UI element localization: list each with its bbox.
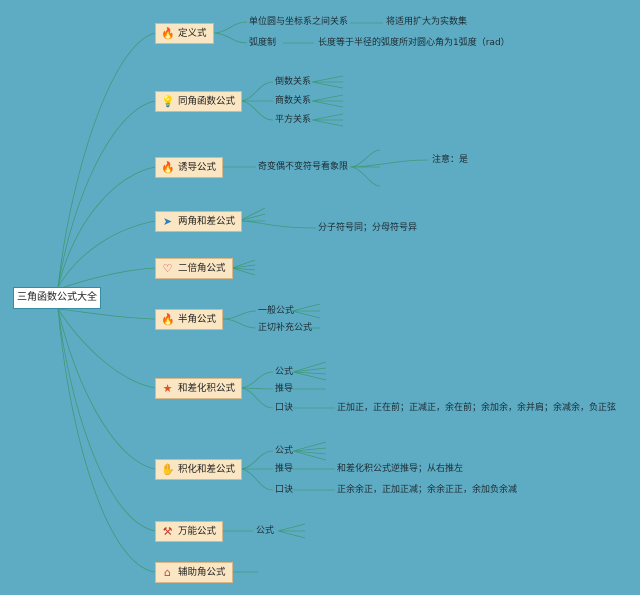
flame-icon: 🔥 <box>161 161 175 174</box>
star-icon: ★ <box>162 382 173 395</box>
home-icon: ⌂ <box>164 566 171 579</box>
node-quotient[interactable]: 商数关系 <box>275 96 312 106</box>
topic-label: 和差化积公式 <box>178 383 236 394</box>
heart-icon: ♡ <box>162 262 173 275</box>
topic-label: 二倍角公式 <box>178 263 226 274</box>
flame-icon: 🔥 <box>161 313 175 326</box>
topic-label: 积化和差公式 <box>178 464 236 475</box>
node-universal-formula[interactable]: 公式 <box>256 526 275 536</box>
node-induction-rule[interactable]: 奇变偶不变符号看象限 <box>258 162 349 172</box>
node-square[interactable]: 平方关系 <box>275 115 312 125</box>
flame-icon: 🔥 <box>161 27 175 40</box>
hand-icon: ✋ <box>161 463 175 476</box>
topic-universal[interactable]: ⚒ 万能公式 <box>155 521 224 542</box>
topic-auxiliary-angle[interactable]: ⌂ 辅助角公式 <box>155 562 233 583</box>
node-p2s-derive[interactable]: 推导 <box>275 464 294 474</box>
node-half-general[interactable]: 一般公式 <box>258 306 295 316</box>
topic-product-to-sum[interactable]: ✋ 积化和差公式 <box>155 459 243 480</box>
node-s2p-formula[interactable]: 公式 <box>275 367 294 377</box>
topic-label: 两角和差公式 <box>178 216 236 227</box>
paper-plane-icon: ➤ <box>162 215 173 228</box>
node-s2p-mnemonic-text[interactable]: 正加正，正在前；正减正，余在前；余加余，余并肩；余减余，负正弦 <box>337 403 617 413</box>
topic-induction[interactable]: 🔥 诱导公式 <box>155 157 224 178</box>
node-p2s-mnemonic-text[interactable]: 正余余正，正加正减；余余正正，余加负余减 <box>337 485 518 495</box>
topic-label: 定义式 <box>178 28 207 39</box>
node-radian-desc[interactable]: 长度等于半径的弧度所对圆心角为1弧度（rad） <box>318 38 510 48</box>
topic-label: 半角公式 <box>178 314 217 325</box>
topic-label: 诱导公式 <box>178 162 217 173</box>
topic-label: 同角函数公式 <box>178 96 236 107</box>
node-p2s-derive-text[interactable]: 和差化积公式逆推导；从右推左 <box>337 464 464 474</box>
topic-definition[interactable]: 🔥 定义式 <box>155 23 214 44</box>
topic-double-angle[interactable]: ♡ 二倍角公式 <box>155 258 233 279</box>
node-p2s-mnemonic[interactable]: 口诀 <box>275 485 294 495</box>
node-s2p-derive[interactable]: 推导 <box>275 384 294 394</box>
node-half-tangent[interactable]: 正切补充公式 <box>258 323 313 333</box>
node-reciprocal[interactable]: 倒数关系 <box>275 77 312 87</box>
topic-sum-difference[interactable]: ➤ 两角和差公式 <box>155 211 243 232</box>
node-induction-note[interactable]: 注意：是 <box>432 155 469 165</box>
topic-same-angle[interactable]: 💡 同角函数公式 <box>155 91 243 112</box>
tools-icon: ⚒ <box>162 525 173 538</box>
topic-label: 辅助角公式 <box>178 567 226 578</box>
node-extend-real[interactable]: 将适用扩大为实数集 <box>386 17 468 27</box>
root-topic[interactable]: 三角函数公式大全 <box>13 287 101 309</box>
node-p2s-formula[interactable]: 公式 <box>275 446 294 456</box>
node-radian[interactable]: 弧度制 <box>249 38 277 48</box>
topic-sum-to-product[interactable]: ★ 和差化积公式 <box>155 378 243 399</box>
topic-half-angle[interactable]: 🔥 半角公式 <box>155 309 224 330</box>
topic-label: 万能公式 <box>178 526 217 537</box>
node-s2p-mnemonic[interactable]: 口诀 <box>275 403 294 413</box>
node-sign-rule[interactable]: 分子符号同；分母符号异 <box>318 223 418 233</box>
lightbulb-icon: 💡 <box>161 95 175 108</box>
node-unit-circle[interactable]: 单位圆与坐标系之间关系 <box>249 17 349 27</box>
